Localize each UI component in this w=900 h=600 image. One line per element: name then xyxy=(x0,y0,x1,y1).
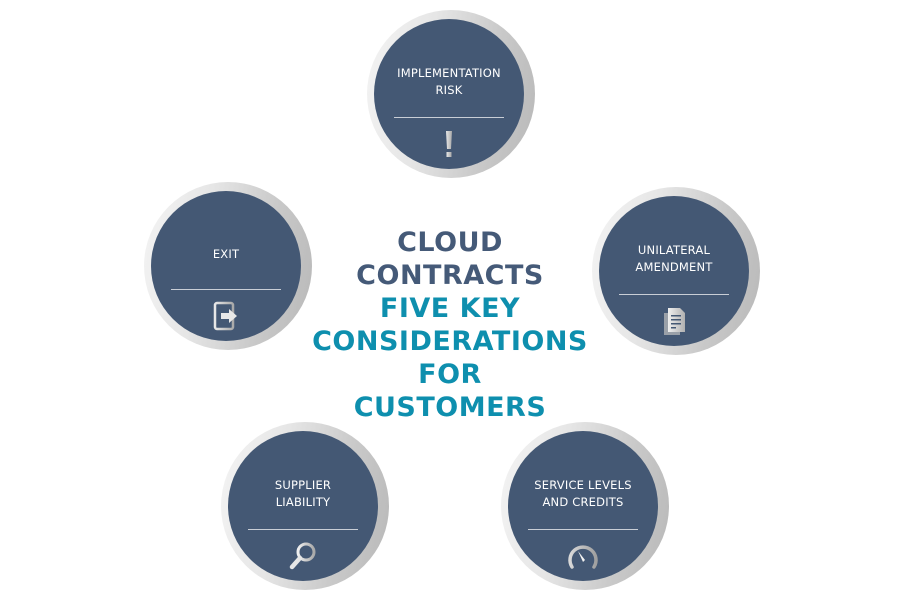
label-line: LIABILITY xyxy=(275,495,331,509)
label-line: AMENDMENT xyxy=(635,260,713,274)
exit-door-icon xyxy=(209,299,243,333)
consideration-unilateral-amendment: UNILATERAL AMENDMENT xyxy=(592,187,760,355)
label-line: RISK xyxy=(435,83,463,97)
title-line-considerations: CONSIDERATIONS xyxy=(312,326,588,357)
label-line: SERVICE LEVELS xyxy=(534,478,632,492)
title-line-contracts: CONTRACTS xyxy=(356,260,544,291)
title-line-five-key: FIVE KEY xyxy=(379,293,521,324)
consideration-label: UNILATERAL AMENDMENT xyxy=(609,242,739,276)
label-line: SUPPLIER xyxy=(274,478,332,492)
documents-icon xyxy=(657,304,691,338)
consideration-label: IMPLEMENTATION RISK xyxy=(384,65,514,99)
title-line-customers: CUSTOMERS xyxy=(353,392,547,423)
divider xyxy=(171,289,281,290)
label-line: AND CREDITS xyxy=(542,495,624,509)
consideration-implementation-risk: IMPLEMENTATION RISK xyxy=(367,10,535,178)
consideration-label: SUPPLIER LIABILITY xyxy=(238,477,368,511)
circle-disk: SERVICE LEVELS AND CREDITS xyxy=(508,431,658,581)
circle-disk: IMPLEMENTATION RISK xyxy=(374,19,524,169)
divider xyxy=(394,117,504,118)
circle-disk: EXIT xyxy=(151,191,301,341)
divider xyxy=(248,529,358,530)
title-line-cloud: CLOUD xyxy=(397,227,503,258)
divider xyxy=(528,529,638,530)
title-line-for: FOR xyxy=(418,359,482,390)
circle-disk: SUPPLIER LIABILITY xyxy=(228,431,378,581)
consideration-label: SERVICE LEVELS AND CREDITS xyxy=(518,477,648,511)
consideration-exit: EXIT xyxy=(144,182,312,350)
circle-disk: UNILATERAL AMENDMENT xyxy=(599,196,749,346)
exclamation-icon xyxy=(432,127,466,161)
divider xyxy=(619,294,729,295)
consideration-label: EXIT xyxy=(161,246,291,263)
consideration-supplier-liability: SUPPLIER LIABILITY xyxy=(221,422,389,590)
label-line: UNILATERAL xyxy=(637,243,711,257)
gauge-icon xyxy=(566,539,600,573)
label-line: EXIT xyxy=(212,247,240,261)
center-title: CLOUD CONTRACTS FIVE KEY CONSIDERATIONS … xyxy=(290,226,610,424)
magnifier-icon xyxy=(286,539,320,573)
consideration-service-levels: SERVICE LEVELS AND CREDITS xyxy=(501,422,669,590)
label-line: IMPLEMENTATION xyxy=(397,66,501,80)
